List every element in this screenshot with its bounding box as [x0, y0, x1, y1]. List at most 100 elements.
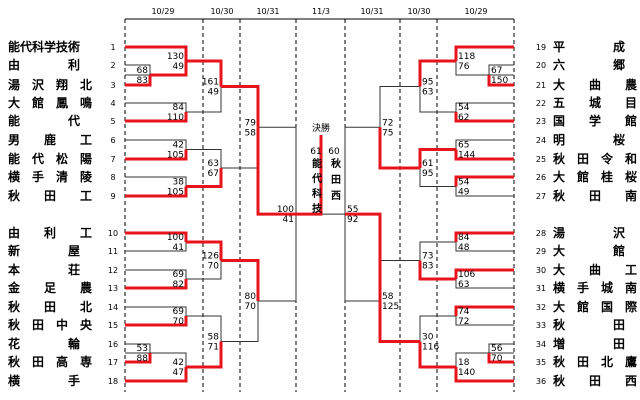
right-team-name-23: 国 学 館: [553, 113, 637, 128]
final-left-team-char-1: 代: [311, 172, 322, 185]
left-team-name-18: 横 手: [8, 373, 80, 388]
left-r2-m7-score-bottom: 70: [173, 317, 185, 327]
right-r4-m1-top-line: [379, 86, 420, 128]
left-r3-m4-top-line: [186, 315, 222, 342]
right-r2-m8-top-line: [455, 352, 514, 367]
right-win-36-r3: [418, 341, 456, 369]
left-r2-m7-top-line: [125, 306, 187, 316]
final-champion-line: [296, 135, 323, 216]
left-win-3: [125, 75, 152, 87]
right-team-seed-30: 30: [536, 266, 546, 275]
right-r4-m1-score-top: 72: [382, 118, 393, 128]
left-win-9-r3: [186, 168, 223, 188]
left-team-seed-16: 16: [108, 340, 118, 349]
right-team-name-28: 湯 沢: [553, 225, 626, 240]
right-r3-m2-score-bottom: 95: [422, 169, 433, 179]
final-right-team-char-2: 西: [331, 190, 341, 202]
left-team-name-1: 能代科学技術: [8, 39, 80, 54]
right-r2-m7-score-top: 74: [458, 307, 470, 317]
left-win-13: [125, 279, 188, 290]
left-r2-m5-bottom-line: [125, 242, 187, 252]
left-r2-m8-score-top: 42: [173, 358, 184, 368]
final-left-team-char-0: 能: [312, 157, 322, 170]
right-r2-m4-score-bottom: 49: [458, 188, 470, 198]
left-win-3-r2: [150, 61, 188, 77]
left-win-9: [125, 186, 188, 198]
right-win-23: [454, 112, 514, 123]
left-r3-m1-bottom-line: [186, 86, 222, 113]
left-r2-m3-top-line: [125, 139, 187, 150]
right-r1-m1-score-top: 67: [491, 66, 502, 76]
left-team-seed-1: 1: [110, 43, 115, 52]
right-win-26: [454, 175, 514, 187]
left-team-seed-15: 15: [108, 321, 118, 330]
right-semi-score-bottom: 92: [347, 215, 358, 225]
right-team-name-31: 横 手 城 南: [553, 280, 637, 295]
left-win-1: [125, 45, 188, 61]
right-team-name-24: 明 桜: [553, 132, 625, 147]
right-win-25: [454, 149, 514, 161]
right-team-seed-35: 35: [536, 358, 546, 367]
right-r3-m1-bottom-line: [419, 86, 456, 113]
winner-paths: [125, 45, 514, 383]
right-semi-score-top: 55: [347, 205, 358, 215]
right-team-name-26: 大 館 桂 桜: [553, 169, 637, 184]
right-team-seed-24: 24: [536, 136, 546, 145]
left-team-name-12: 本 荘: [8, 262, 80, 277]
left-r2-m6-score-bottom: 82: [173, 280, 184, 290]
right-team-seed-28: 28: [536, 229, 546, 238]
left-team-name-7: 能 代 松 陽: [8, 151, 92, 166]
right-r3-m4-score-bottom: 116: [422, 343, 439, 353]
left-r2-m2-score-bottom: 110: [167, 113, 184, 123]
left-team-name-6: 男 鹿 工: [8, 132, 92, 147]
left-team-seed-7: 7: [110, 155, 115, 164]
left-r3-m1-score-top: 161: [202, 78, 219, 88]
left-win-5: [125, 112, 188, 123]
right-win-25-r4: [378, 127, 420, 170]
left-team-seed-11: 11: [108, 247, 118, 256]
round-date-2: 10/31: [256, 7, 279, 16]
right-team-seed-34: 34: [536, 340, 546, 349]
right-r2-m7-score-bottom: 72: [458, 317, 469, 327]
right-r2-m2-top-line: [455, 102, 514, 112]
left-r1-m2-score-bottom: 88: [137, 354, 149, 364]
left-r2-m7-score-top: 69: [173, 307, 185, 317]
right-team-seed-19: 19: [536, 43, 546, 52]
left-team-name-14: 秋 田 北: [8, 299, 92, 314]
left-semi-bottom-line: [258, 214, 297, 302]
right-r4-m1-score-bottom: 75: [382, 128, 393, 138]
right-r2-m3-score-bottom: 144: [458, 151, 475, 161]
right-r2-m6-score-bottom: 63: [458, 280, 469, 290]
final-right-team-char-0: 秋: [331, 157, 342, 170]
round-date-1: 10/30: [210, 7, 233, 16]
right-r2-m6-bottom-line: [455, 279, 514, 289]
left-r2-m8-score-bottom: 47: [173, 368, 184, 378]
left-team-name-16: 花 輪: [8, 336, 81, 351]
round-date-0: 10/29: [151, 7, 174, 16]
right-r3-m4-top-line: [419, 315, 456, 342]
left-r3-m3-score-top: 126: [202, 252, 219, 262]
right-semi-top-line: [344, 126, 380, 215]
left-team-seed-5: 5: [110, 117, 115, 126]
right-r3-m2-bottom-line: [419, 168, 456, 187]
left-semi-score-top: 100: [277, 205, 294, 215]
left-win-1-r4: [221, 85, 260, 128]
left-r1-m2-top-line: [125, 343, 151, 353]
left-team-seed-6: 6: [110, 136, 115, 145]
right-team-name-27: 秋 田 南: [553, 188, 637, 203]
right-r3-m4-score-top: 30: [422, 333, 434, 343]
left-r3-m3-bottom-line: [186, 260, 222, 280]
left-r1-m1-score-top: 68: [137, 66, 149, 76]
right-win-30: [454, 268, 514, 279]
left-win-10-r4: [221, 259, 260, 301]
left-r4-m2-score-top: 80: [245, 292, 257, 302]
left-win-7: [125, 149, 188, 161]
right-team-seed-26: 26: [536, 173, 546, 182]
right-r2-m5-score-bottom: 48: [458, 243, 470, 253]
left-r2-m2-score-top: 84: [173, 103, 185, 113]
right-r3-m1-score-top: 95: [422, 78, 433, 88]
right-r2-m3-top-line: [455, 139, 514, 150]
